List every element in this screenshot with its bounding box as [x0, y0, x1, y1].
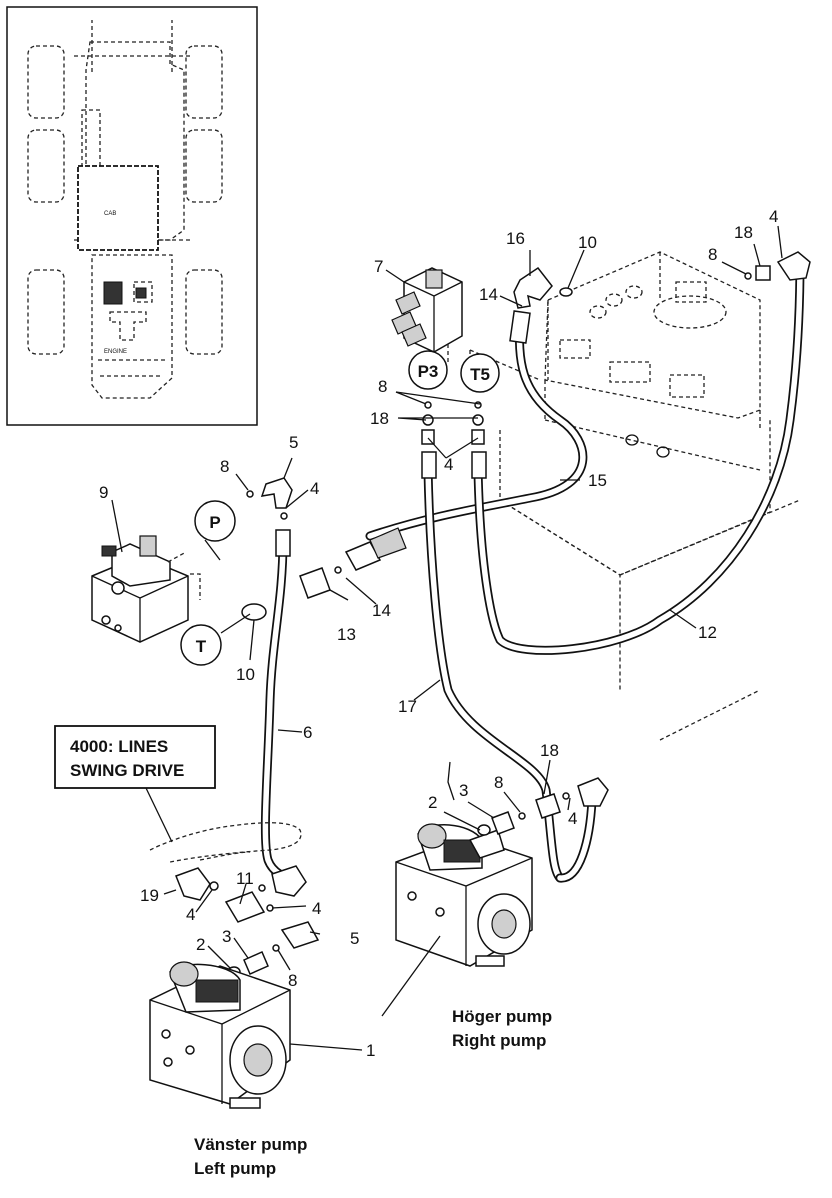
inset-upper-frame	[85, 41, 185, 241]
callout-4-lower-left: 4	[186, 905, 195, 924]
right-pump	[395, 811, 533, 967]
callout-3-right: 3	[459, 781, 468, 800]
callout-18-upper-right: 18	[734, 223, 753, 242]
valve-block-7	[391, 267, 471, 370]
callout-19: 19	[140, 886, 159, 905]
callout-numbers: 7 9 8 5 4 13 14 10 6 17 15 12 16 10 14 8…	[99, 207, 778, 1060]
callout-10-upper: 10	[578, 233, 597, 252]
callout-2-right: 2	[428, 793, 437, 812]
port-markers: P T P3 T5	[180, 350, 500, 666]
port-p3-circle	[408, 350, 448, 390]
right-pump-caption-en: Right pump	[452, 1031, 546, 1050]
port-p-circle	[194, 500, 236, 542]
port-t-circle	[180, 624, 222, 666]
leader-lines	[111, 225, 783, 1051]
callout-4-middle: 4	[444, 455, 453, 474]
callout-9: 9	[99, 483, 108, 502]
callout-18-middle: 18	[370, 409, 389, 428]
port-t5-label: T5	[470, 365, 490, 384]
callout-8-upper-right: 8	[708, 245, 717, 264]
callout-4-upper-left: 4	[310, 479, 319, 498]
callout-14-lower: 14	[372, 601, 391, 620]
callout-4-lower-middle: 4	[312, 899, 321, 918]
inset-engine-bay	[91, 254, 173, 399]
callout-8-lower-left: 8	[288, 971, 297, 990]
pump-captions: Höger pump Right pump Vänster pump Left …	[194, 1007, 552, 1178]
port-t5-circle	[460, 353, 500, 393]
callout-4-lower-right: 4	[568, 809, 577, 828]
reference-box-frame	[54, 725, 216, 789]
callout-5-lower: 5	[350, 929, 359, 948]
callout-17: 17	[398, 697, 417, 716]
callout-15: 15	[588, 471, 607, 490]
callout-8-lower-right: 8	[494, 773, 503, 792]
machine-overview-inset: CAB ENGINE	[6, 6, 258, 426]
inset-cab	[77, 165, 159, 251]
left-pump-caption-sv: Vänster pump	[194, 1135, 307, 1154]
callout-1: 1	[366, 1041, 375, 1060]
left-pump-caption-en: Left pump	[194, 1159, 276, 1178]
callout-5-upper: 5	[289, 433, 298, 452]
callout-10-lower: 10	[236, 665, 255, 684]
inset-pump-marker	[103, 281, 123, 305]
reference-box-line1: 4000: LINES	[70, 737, 168, 756]
callout-18-lower-right: 18	[540, 741, 559, 760]
port-t-label: T	[196, 637, 207, 656]
right-pump-caption-sv: Höger pump	[452, 1007, 552, 1026]
callout-16: 16	[506, 229, 525, 248]
port-p-label: P	[209, 513, 220, 532]
callout-3-left: 3	[222, 927, 231, 946]
inset-engine-label: ENGINE	[104, 349, 127, 355]
reference-box-swing-drive: 4000: LINES SWING DRIVE	[54, 725, 216, 789]
callout-8-upper-left: 8	[220, 457, 229, 476]
callout-13: 13	[337, 625, 356, 644]
callout-14-upper: 14	[479, 285, 498, 304]
callout-8-middle: 8	[378, 377, 387, 396]
callout-2-left: 2	[196, 935, 205, 954]
valve-9	[91, 535, 201, 643]
callout-11: 11	[236, 869, 254, 888]
left-pump	[149, 961, 291, 1109]
callout-12: 12	[698, 623, 717, 642]
hydraulic-tank	[469, 251, 801, 741]
callout-6: 6	[303, 723, 312, 742]
inset-wheels	[27, 45, 223, 355]
port-p3-label: P3	[418, 362, 439, 381]
reference-box-line2: SWING DRIVE	[70, 761, 184, 780]
hoses	[260, 255, 805, 885]
inset-cab-label: CAB	[104, 211, 116, 217]
callout-4-upper-right: 4	[769, 207, 778, 226]
callout-7: 7	[374, 257, 383, 276]
